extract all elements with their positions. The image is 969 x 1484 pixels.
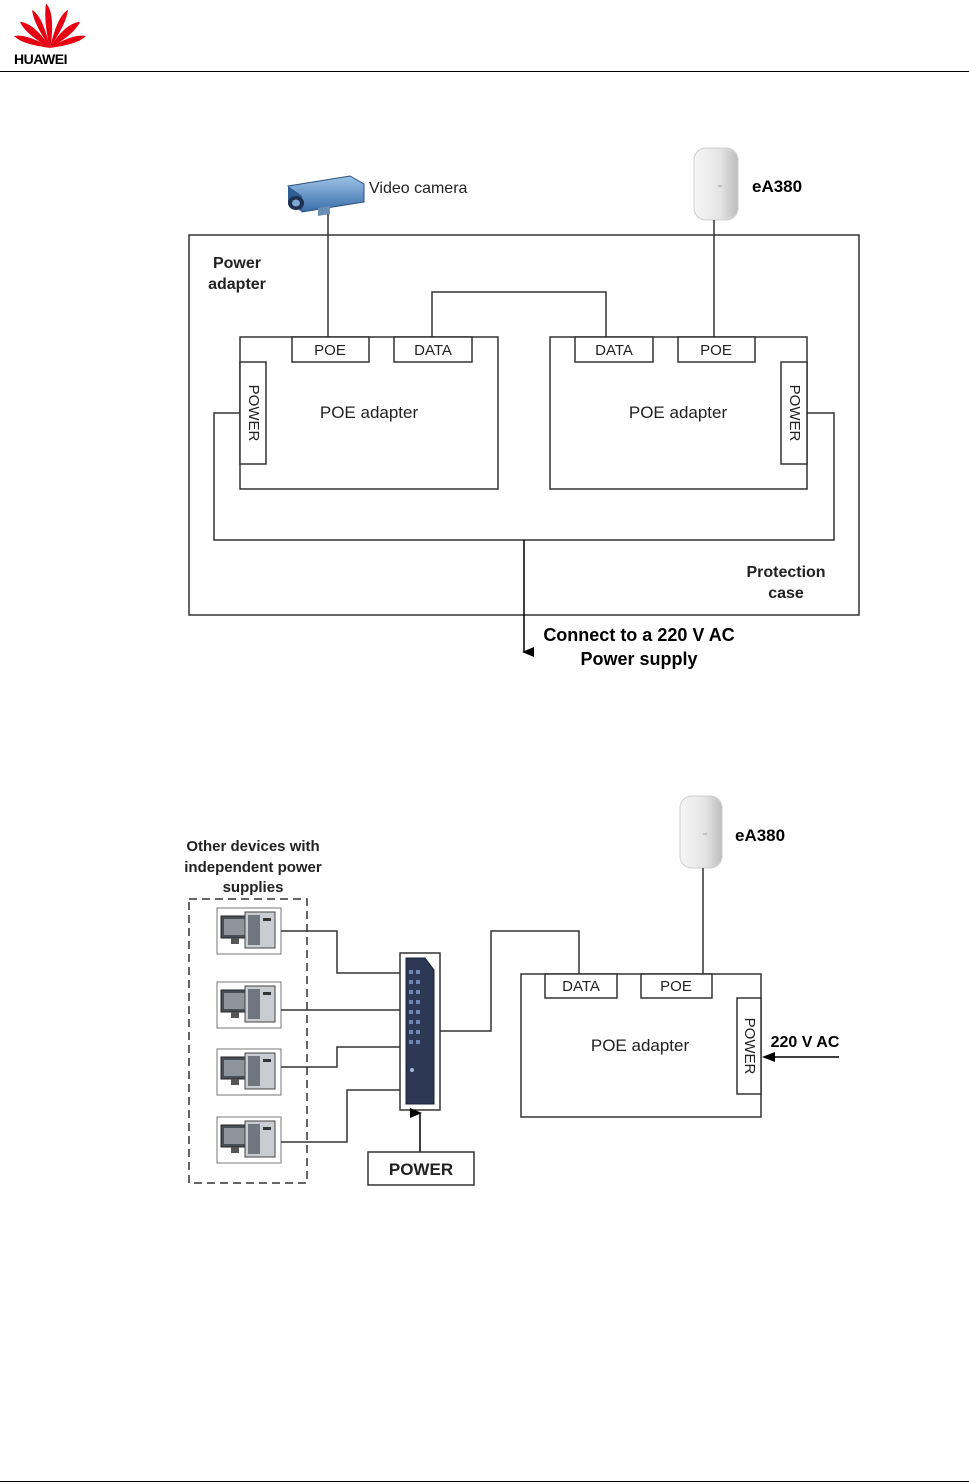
poe-adapter: DATA POE POWER POE adapter [521,974,761,1117]
access-point-icon [694,148,738,220]
protection-case-label-line2: case [768,585,804,602]
power-port-label: POWER [741,1018,758,1075]
computer-icon [217,1049,281,1095]
device-cable [281,1090,400,1142]
left-data-port-label: DATA [414,342,452,359]
access-point-icon [680,796,722,868]
footer-divider [0,1481,969,1482]
protection-case-label: Protection [746,564,825,581]
power-adapter-label-line2: adapter [208,276,266,293]
right-poe-port-label: POE [700,342,732,359]
devices-label: Other devices with [186,838,319,855]
video-camera-icon [288,176,364,216]
devices-label-line3: supplies [223,879,284,896]
right-poe-adapter: DATA POE POWER POE adapter [550,337,807,489]
data-link-cable [432,292,606,338]
right-power-port-label: POWER [786,385,803,442]
data-port-label: DATA [562,978,600,995]
poe-port-label: POE [660,978,692,995]
switch-power-label: POWER [389,1160,453,1179]
device-cable [281,931,400,973]
diagram-one: Video camera eA380 Power adapter POE DAT… [189,148,859,669]
right-data-port-label: DATA [595,342,633,359]
left-power-port-label: POWER [245,385,262,442]
left-poe-adapter: POE DATA POWER POE adapter [240,337,498,489]
right-adapter-name: POE adapter [629,403,728,422]
ac-label: 220 V AC [771,1034,840,1051]
ac-input-arrowhead [762,1052,775,1062]
supply-label-line2: Power supply [580,649,697,669]
access-point-label: eA380 [752,177,802,196]
left-poe-port-label: POE [314,342,346,359]
power-adapter-label: Power [213,255,261,272]
computer-icon [217,908,281,954]
left-adapter-name: POE adapter [320,403,419,422]
computer-icon [217,982,281,1028]
switch-icon [400,953,440,1110]
adapter-name: POE adapter [591,1036,690,1055]
device-cable [281,1047,400,1067]
devices-label-line2: independent power [184,859,322,876]
access-point-label: eA380 [735,826,785,845]
video-camera-label: Video camera [369,180,468,197]
computer-icon [217,1117,281,1163]
supply-label: Connect to a 220 V AC [543,625,734,645]
diagram-two: Other devices with independent power sup… [184,796,840,1185]
